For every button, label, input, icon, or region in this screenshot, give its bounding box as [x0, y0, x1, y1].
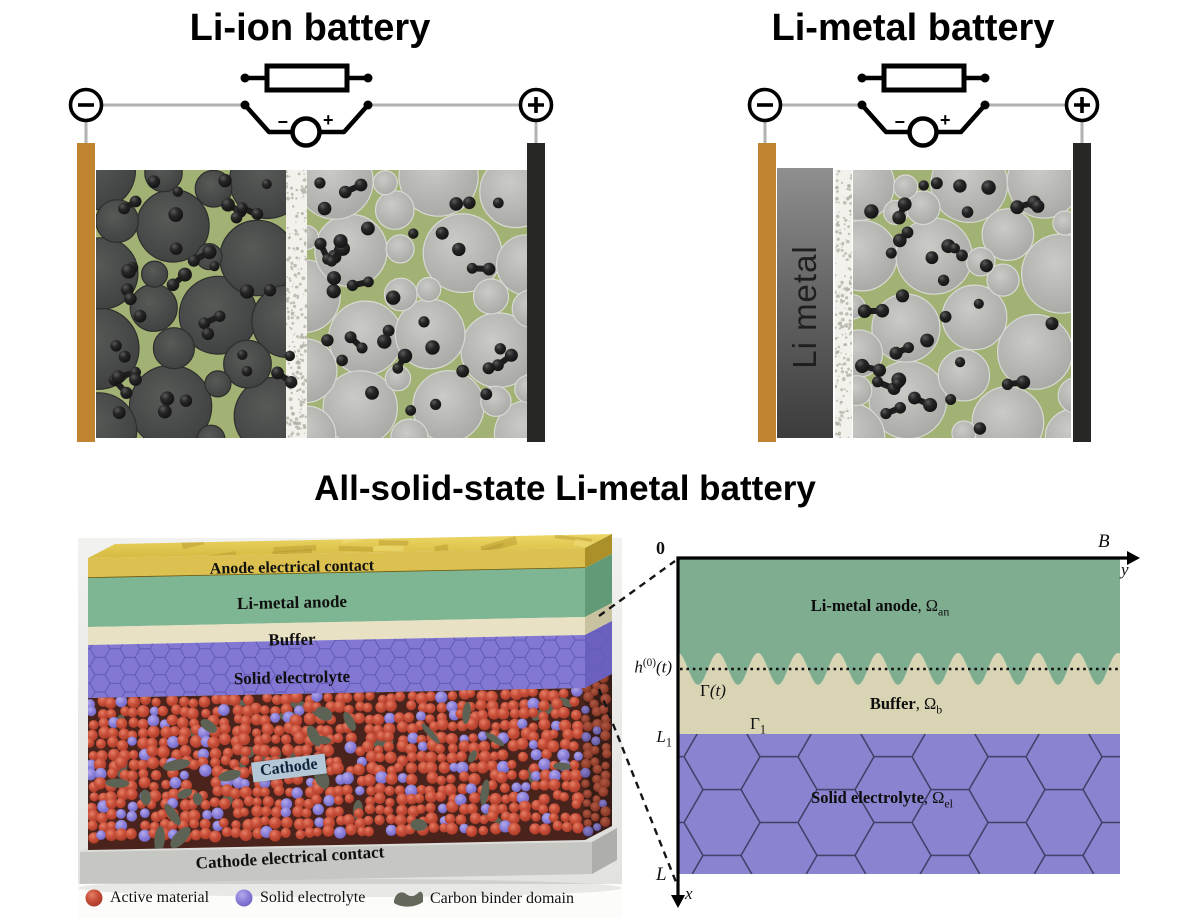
li-metal-slab: [777, 168, 833, 438]
anode-current-collector: [758, 143, 776, 442]
cathode-current-collector: [527, 143, 545, 442]
cathode-contact-front: [80, 842, 592, 884]
legend-item-carbon-binder: Carbon binder domain: [392, 888, 574, 910]
zoom-connector-top: [598, 560, 676, 617]
active-material-sphere-icon: [85, 889, 103, 907]
legend-label: Carbon binder domain: [430, 890, 574, 907]
h0t-label: h(0)(t): [634, 657, 672, 677]
legend-label: Solid electrolyte: [260, 889, 366, 906]
axis-b-label: B: [1098, 531, 1110, 552]
electrolyte-domain-label: Solid electrolyte, Ωel: [811, 788, 953, 811]
axis-x-label: x: [685, 884, 693, 903]
legend-label: Active material: [110, 889, 210, 906]
all-solid-state-title: All-solid-state Li-metal battery: [314, 469, 816, 508]
buffer-domain: [678, 653, 1120, 734]
cathode-particles: [307, 170, 527, 438]
li-ion-circuit: − +: [68, 63, 554, 148]
carbon-binder-spheres: [855, 177, 1059, 435]
gold-top-face: [88, 534, 612, 558]
domain-diagram: [671, 551, 1140, 908]
l-label: L: [656, 864, 667, 885]
anode-contact-side: [585, 534, 612, 568]
cathode-current-collector: [1073, 143, 1091, 442]
separator-speckle: [286, 170, 307, 438]
carbon-binder-blob-icon: [394, 891, 423, 907]
legend-item-solid-electrolyte: Solid electrolyte: [234, 888, 365, 908]
li-metal-circuit: − +: [747, 63, 1100, 148]
switch-icon: [242, 102, 371, 135]
cathode-particle-composite: [88, 674, 612, 850]
separator: [835, 170, 852, 438]
cathode-contact-side: [592, 828, 617, 874]
voltage-source-icon: [290, 116, 322, 148]
gamma-t-label: Γ(t): [700, 681, 726, 700]
li-metal-anode-front: [88, 568, 585, 627]
buffer-domain-label: Buffer, Ωb: [869, 694, 943, 717]
gamma-1-label: Γ1: [750, 714, 766, 737]
buffer-front: [88, 617, 585, 645]
legend-item-active-material: Active material: [84, 888, 209, 908]
li-metal-slab-label: Li metal: [786, 245, 823, 369]
x-axis-arrowhead: [671, 895, 685, 908]
resistor-icon: [881, 63, 967, 93]
cathode-particles: [853, 170, 1071, 438]
axes: [676, 556, 1129, 897]
separator-speckle: [835, 170, 852, 438]
carbon-binder-spheres: [108, 173, 298, 419]
li-ion-cell: [77, 143, 545, 442]
source-plus-sign: +: [323, 110, 334, 130]
source-minus-sign: −: [894, 112, 905, 132]
voltage-source-icon: [907, 116, 939, 148]
origin-label: 0: [656, 538, 665, 558]
li-metal-cell: [758, 143, 1091, 442]
stack-3d-render: [78, 534, 622, 918]
carbon-binder-spheres: [314, 177, 518, 416]
li-ion-title: Li-ion battery: [189, 7, 431, 49]
l1-label: L1: [656, 727, 672, 750]
li-metal-title: Li-metal battery: [771, 7, 1055, 49]
source-plus-sign: +: [940, 110, 951, 130]
solid-electrolyte-sphere-icon: [235, 889, 253, 907]
buffer-side: [585, 603, 612, 635]
switch-icon: [859, 102, 988, 135]
anode-domain: [678, 558, 1120, 685]
anode-current-collector: [77, 143, 95, 442]
y-axis-arrowhead: [1127, 551, 1140, 565]
grain-boundaries: [678, 734, 1120, 874]
source-minus-sign: −: [277, 112, 288, 132]
separator: [286, 170, 307, 438]
resistor-icon: [264, 63, 350, 93]
legend-strip: [78, 884, 622, 918]
zoom-connector-bottom: [597, 688, 678, 883]
anode-domain-label: Li-metal anode, Ωan: [810, 596, 950, 619]
li-metal-anode-side: [585, 554, 612, 617]
axis-y-label: y: [1121, 560, 1129, 579]
